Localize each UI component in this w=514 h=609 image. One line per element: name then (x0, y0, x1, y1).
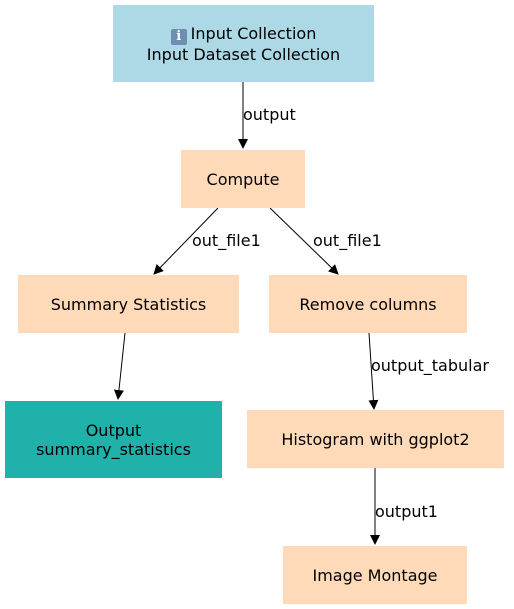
node-histogram-label: Histogram with ggplot2 (281, 429, 470, 449)
node-output-line1: Output (85, 420, 142, 440)
edge-label-output1: output1 (375, 502, 438, 521)
edge-label-output: output (243, 105, 296, 124)
edge-label-out-file1-left: out_file1 (192, 231, 261, 250)
node-montage-label: Image Montage (312, 565, 438, 585)
node-summary-label: Summary Statistics (50, 294, 207, 314)
node-summary-statistics[interactable]: Summary Statistics (18, 275, 239, 333)
node-remove-label: Remove columns (299, 294, 437, 314)
node-histogram-ggplot2[interactable]: Histogram with ggplot2 (247, 410, 504, 468)
node-input-line2: Input Dataset Collection (146, 44, 341, 64)
edge-label-output-tabular: output_tabular (371, 356, 489, 375)
edge-label-out-file1-right: out_file1 (313, 231, 382, 250)
info-icon: i (170, 28, 187, 45)
node-compute[interactable]: Compute (181, 150, 305, 208)
edge-summary-output (113, 332, 126, 400)
edge-compute-summary (153, 207, 219, 275)
node-compute-label: Compute (206, 169, 280, 189)
edge-compute-remove (269, 207, 339, 275)
node-output-summary-statistics[interactable]: Output summary_statistics (5, 401, 222, 478)
node-remove-columns[interactable]: Remove columns (269, 275, 467, 333)
node-input-line1: Input Collection (190, 23, 317, 43)
node-output-line2: summary_statistics (36, 439, 191, 459)
node-image-montage[interactable]: Image Montage (283, 546, 467, 604)
edge-remove-histogram (368, 332, 379, 410)
